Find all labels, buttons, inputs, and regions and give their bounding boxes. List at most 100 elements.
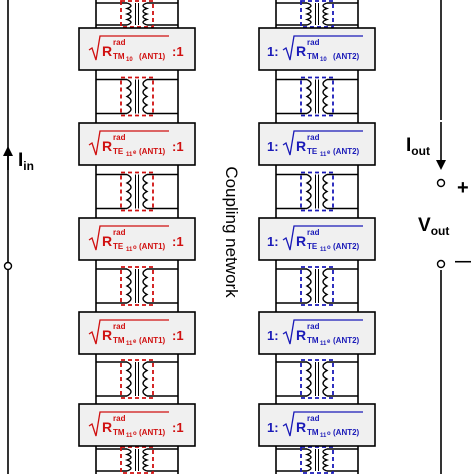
ratio-mode-sub: o [327, 431, 331, 437]
transformer-coil-primary [125, 361, 132, 397]
left-transformer [96, 76, 178, 117]
ratio-sup: rad [113, 38, 126, 47]
ratio-prefix: 1: [267, 44, 279, 59]
ratio-antenna: (ANT1) [139, 428, 166, 437]
ratio-sup: rad [113, 133, 126, 142]
ratio-mode: 11 [320, 247, 327, 253]
transformer-coil-secondary [322, 448, 330, 472]
sqrt-sign [88, 411, 169, 437]
right-transformer-highlight [300, 266, 334, 306]
transformer-coil-primary [305, 173, 312, 210]
left-transformer-highlight [120, 446, 154, 474]
ratio-antenna: (ANT2) [333, 336, 360, 345]
coupling-network-label: Coupling network [222, 166, 241, 298]
right-current-main: I [406, 135, 411, 156]
right-ratio-box-frame [258, 311, 376, 355]
ratio-sub: TE [113, 242, 124, 251]
ratio-prefix: 1: [267, 328, 279, 343]
ratio-sub: TM [113, 52, 125, 61]
ratio-prefix: 1: [267, 234, 279, 249]
right-transformer [276, 171, 358, 212]
sqrt-sign [88, 130, 169, 156]
ratio-suffix: :1 [172, 328, 184, 343]
ratio-sub: TE [307, 242, 318, 251]
right-ratio-box-frame [258, 122, 376, 166]
ratio-antenna: (ANT1) [139, 147, 166, 156]
sqrt-sign [88, 225, 169, 251]
ratio-mode-sub: e [327, 339, 331, 345]
right-transformer [276, 359, 358, 399]
ratio-sub: TM [113, 428, 125, 437]
right-transformer-highlight [300, 171, 334, 212]
ratio-mode: 11 [126, 152, 133, 158]
transformer-coil-primary [305, 78, 312, 115]
ratio-prefix: 1: [267, 139, 279, 154]
ratio-sub: TM [307, 428, 319, 437]
ratio-sup: rad [113, 322, 126, 331]
transformer-coil-secondary [322, 78, 329, 115]
ratio-sup: rad [113, 228, 126, 237]
ratio-mode-sub: e [133, 339, 137, 345]
right-port-terminal-bottom [436, 259, 446, 269]
transformer-coil-primary [125, 268, 132, 304]
ratio-sup: rad [307, 38, 320, 47]
ratio-antenna: (ANT1) [139, 242, 166, 251]
left-current-arrowhead [3, 146, 13, 156]
transformer-coil-secondary [142, 361, 149, 397]
ratio-mode-sub: o [133, 431, 137, 437]
right-current-arrowhead [436, 160, 446, 170]
voltage-minus: — [455, 253, 471, 270]
ratio-r: R [102, 138, 112, 154]
transformer-coil-primary [125, 173, 132, 210]
voltage-plus: + [457, 177, 469, 199]
ratio-r: R [296, 138, 306, 154]
ratio-r: R [102, 419, 112, 435]
left-transformer-highlight [120, 171, 154, 212]
ratio-antenna: (ANT1) [139, 52, 166, 61]
ratio-sub: TE [307, 147, 318, 156]
transformer-coil-secondary [322, 173, 329, 210]
sqrt-sign [282, 411, 363, 437]
left-transformer [96, 0, 178, 28]
ratio-suffix: :1 [172, 139, 184, 154]
ratio-sub: TM [307, 336, 319, 345]
left-current-label: Iin [18, 150, 34, 173]
ratio-mode: 11 [126, 433, 133, 439]
ratio-mode-sub: e [133, 150, 137, 156]
right-transformer [276, 266, 358, 306]
ratio-mode: 11 [320, 152, 327, 158]
right-transformer-highlight [300, 76, 334, 117]
right-current-label: Iout [406, 135, 430, 158]
left-current-sub: in [23, 159, 34, 173]
left-port: Iin [3, 0, 34, 474]
left-transformer [96, 446, 178, 474]
ratio-sup: rad [307, 322, 320, 331]
ratio-sub: TE [113, 147, 124, 156]
ratio-antenna: (ANT2) [333, 428, 360, 437]
ratio-sub: TM [113, 336, 125, 345]
transformer-coil-secondary [142, 2, 150, 26]
voltage-main: V [418, 215, 431, 236]
ratio-antenna: (ANT2) [333, 242, 360, 251]
right-transformer [276, 76, 358, 117]
right-transformer [276, 446, 358, 474]
right-transformer [276, 0, 358, 28]
right-ratio-box-frame [258, 27, 376, 71]
left-transformer-highlight [120, 0, 154, 28]
ratio-sup: rad [307, 133, 320, 142]
transformer-coil-secondary [142, 78, 149, 115]
transformer-coil-primary [304, 448, 312, 472]
left-current-main: I [18, 150, 23, 171]
ratio-r: R [296, 233, 306, 249]
transformer-coil-secondary [142, 268, 149, 304]
